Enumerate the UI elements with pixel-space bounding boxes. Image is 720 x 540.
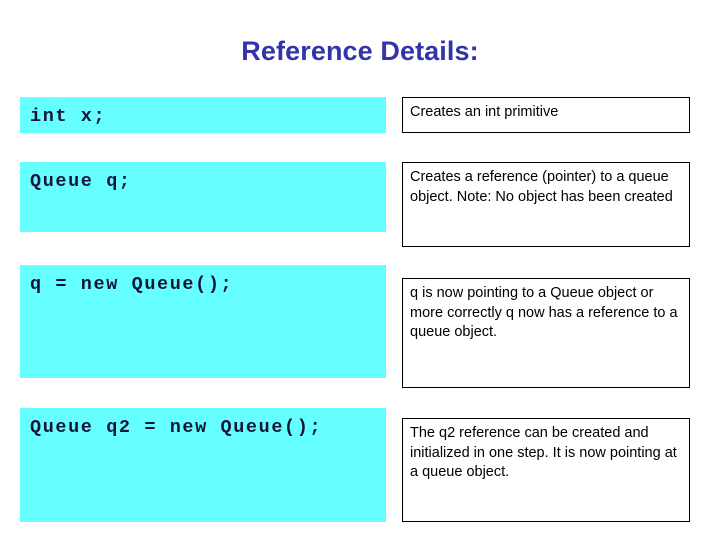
description-cell: The q2 reference can be created and init… <box>402 418 690 522</box>
description-text: The q2 reference can be created and init… <box>410 425 677 481</box>
description-cell: q is now pointing to a Queue object or m… <box>402 278 690 388</box>
description-text: Creates a reference (pointer) to a queue… <box>410 169 673 205</box>
code-snippet: Queue q; <box>30 171 132 192</box>
code-cell: Queue q; <box>20 162 386 232</box>
description-cell: Creates a reference (pointer) to a queue… <box>402 162 690 247</box>
page-title: Reference Details: <box>241 36 479 66</box>
description-text: q is now pointing to a Queue object or m… <box>410 285 678 341</box>
code-cell: q = new Queue(); <box>20 265 386 378</box>
code-cell: int x; <box>20 97 386 133</box>
code-snippet: Queue q2 = new Queue(); <box>30 417 323 438</box>
code-snippet: q = new Queue(); <box>30 274 234 295</box>
code-cell: Queue q2 = new Queue(); <box>20 408 386 522</box>
description-text: Creates an int primitive <box>410 104 559 120</box>
description-cell: Creates an int primitive <box>402 97 690 133</box>
code-snippet: int x; <box>30 106 107 127</box>
